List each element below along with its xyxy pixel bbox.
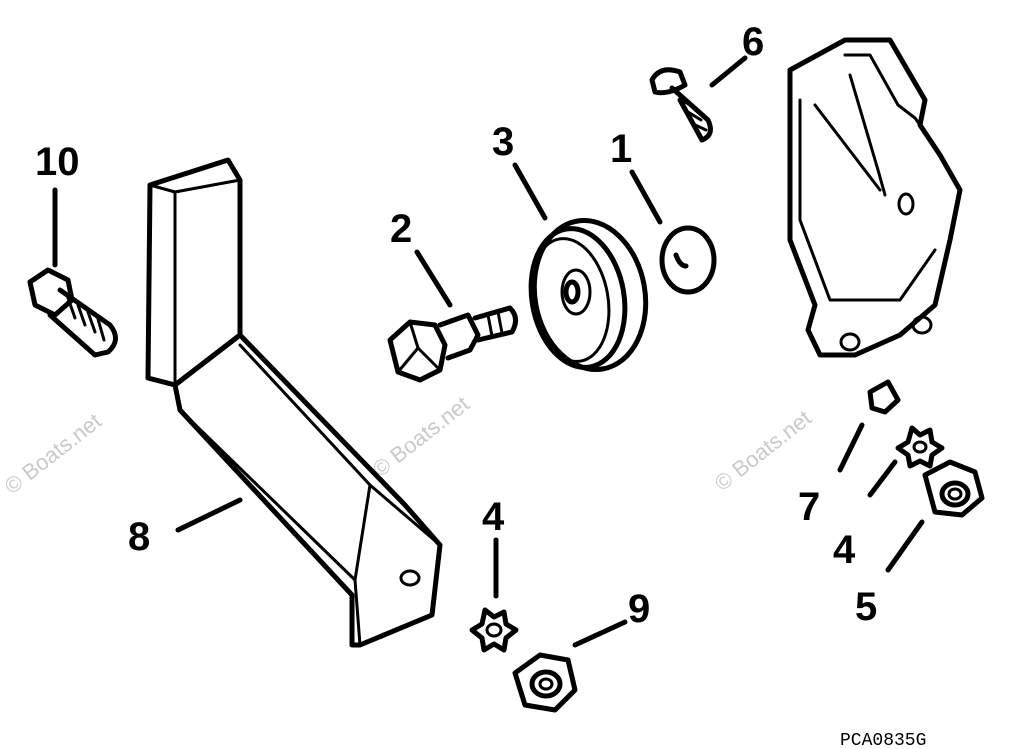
part-4-star-washer-right — [895, 425, 945, 469]
callout-10: 10 — [35, 140, 80, 184]
part-3-pulley — [528, 218, 649, 372]
callout-5: 5 — [855, 585, 877, 629]
part-5-nut — [922, 459, 985, 518]
callout-9: 9 — [628, 587, 650, 631]
callout-8: 8 — [128, 515, 150, 559]
callout-6: 6 — [742, 20, 764, 64]
part-9-nut — [512, 652, 578, 713]
callout-3: 3 — [492, 120, 514, 164]
part-2-bolt — [387, 305, 518, 383]
part-10-screw — [27, 267, 118, 358]
part-8-bracket — [145, 157, 443, 648]
watermark-center: © Boats.net — [368, 391, 474, 482]
drawing-code: PCA0835G — [840, 731, 926, 749]
watermark-left: © Boats.net — [0, 408, 106, 499]
housing-bracket — [787, 37, 963, 358]
callout-2: 2 — [390, 207, 412, 251]
part-6-screw — [649, 67, 713, 143]
watermark-right: © Boats.net — [710, 405, 816, 496]
callout-4-right: 4 — [833, 528, 856, 572]
callout-labels: 1 2 3 4 4 5 6 7 8 9 10 — [35, 20, 877, 631]
callout-1: 1 — [610, 127, 632, 171]
callout-4-left: 4 — [482, 495, 505, 539]
part-1-washer — [659, 225, 717, 295]
callout-7: 7 — [798, 485, 820, 529]
part-4-star-washer-left — [469, 607, 519, 653]
watermarks: © Boats.net © Boats.net © Boats.net — [0, 391, 816, 499]
leader-lines — [52, 55, 925, 648]
part-7-bushing — [867, 379, 901, 415]
